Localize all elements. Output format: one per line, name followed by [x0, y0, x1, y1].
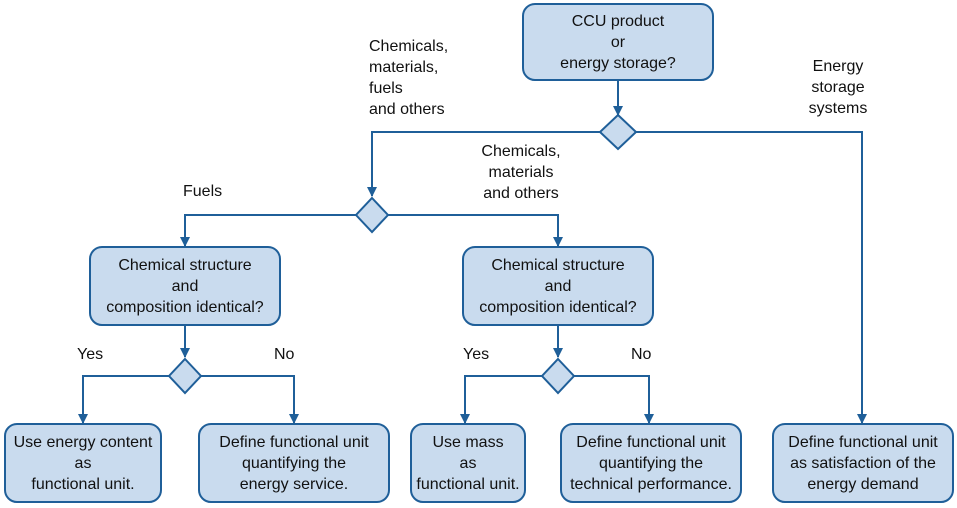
edge-label-line: Chemicals,: [369, 38, 449, 55]
decision-diamond-fuels: [354, 196, 390, 234]
connector-chemicals-branch: [388, 214, 563, 247]
node-text-line: quantifying the: [241, 454, 347, 472]
node-text-line: energy demand: [807, 475, 919, 493]
edge-label-line: materials: [488, 164, 554, 181]
connector-decision-to-energy-storage: [636, 131, 867, 424]
edge-label-line: Chemicals,: [481, 143, 561, 160]
node-text-line: and: [171, 277, 199, 295]
node-text-line: as: [74, 454, 92, 472]
node-define-energy-demand: Define functional unit as satisfaction o…: [772, 423, 954, 503]
node-text-line: Chemical structure: [118, 256, 252, 274]
node-text-line: Define functional unit: [788, 433, 938, 451]
node-text-line: energy storage?: [560, 54, 676, 72]
edge-label-line: storage: [811, 79, 865, 96]
edge-label-line: and others: [483, 185, 559, 202]
connector-left-no: [201, 375, 299, 424]
node-use-mass: Use mass as functional unit.: [410, 423, 526, 503]
decision-diamond-left: [167, 357, 203, 395]
node-text-line: functional unit.: [416, 475, 520, 493]
connector-left-yes: [78, 375, 169, 424]
edge-label-yes-right: Yes: [463, 346, 490, 363]
connector-fuels-branch: [180, 214, 356, 247]
edge-label-yes-left: Yes: [77, 346, 104, 363]
node-text-line: and: [544, 277, 572, 295]
node-text-line: as: [459, 454, 477, 472]
node-text-line: Define functional unit: [219, 433, 369, 451]
edge-label-chemicals-materials-others: Chemicals, materials and others: [472, 141, 570, 204]
node-define-technical-performance: Define functional unit quantifying the t…: [560, 423, 742, 503]
edge-label-no-right: No: [631, 346, 652, 363]
node-use-energy-content: Use energy content as functional unit.: [4, 423, 162, 503]
edge-label-line: systems: [808, 100, 868, 117]
node-chemical-structure-right: Chemical structure and composition ident…: [462, 246, 654, 326]
edge-label-chemicals-fuels-others: Chemicals, materials, fuels and others: [369, 36, 448, 120]
edge-label-energy-storage-systems: Energy storage systems: [800, 56, 876, 119]
node-text-line: composition identical?: [479, 298, 637, 316]
node-text-line: technical performance.: [570, 475, 732, 493]
edge-label-fuels: Fuels: [183, 183, 223, 200]
node-text-line: Use mass: [432, 433, 504, 451]
node-define-energy-service: Define functional unit quantifying the e…: [198, 423, 390, 503]
decision-diamond-right: [540, 357, 576, 395]
decision-diamond-top: [598, 113, 638, 151]
node-text-line: energy service.: [239, 475, 349, 493]
node-text-line: or: [610, 33, 626, 51]
connector-decision-to-fuel-split: [367, 131, 600, 197]
edge-label-no-left: No: [274, 346, 295, 363]
edge-label-line: materials,: [369, 59, 439, 76]
node-text-line: quantifying the: [598, 454, 704, 472]
node-text-line: Use energy content: [13, 433, 153, 451]
edge-label-line: and others: [369, 101, 445, 118]
connector-right-yes: [460, 375, 542, 424]
node-text-line: Chemical structure: [491, 256, 625, 274]
node-text-line: CCU product: [571, 12, 665, 30]
edge-label-line: Energy: [812, 58, 864, 75]
edge-label-line: fuels: [369, 80, 403, 97]
node-text-line: composition identical?: [106, 298, 264, 316]
node-text-line: functional unit.: [31, 475, 135, 493]
node-text-line: as satisfaction of the: [790, 454, 936, 472]
node-chemical-structure-left: Chemical structure and composition ident…: [89, 246, 281, 326]
node-ccu-product: CCU product or energy storage?: [522, 3, 714, 81]
node-text-line: Define functional unit: [576, 433, 726, 451]
connector-right-no: [574, 375, 654, 424]
